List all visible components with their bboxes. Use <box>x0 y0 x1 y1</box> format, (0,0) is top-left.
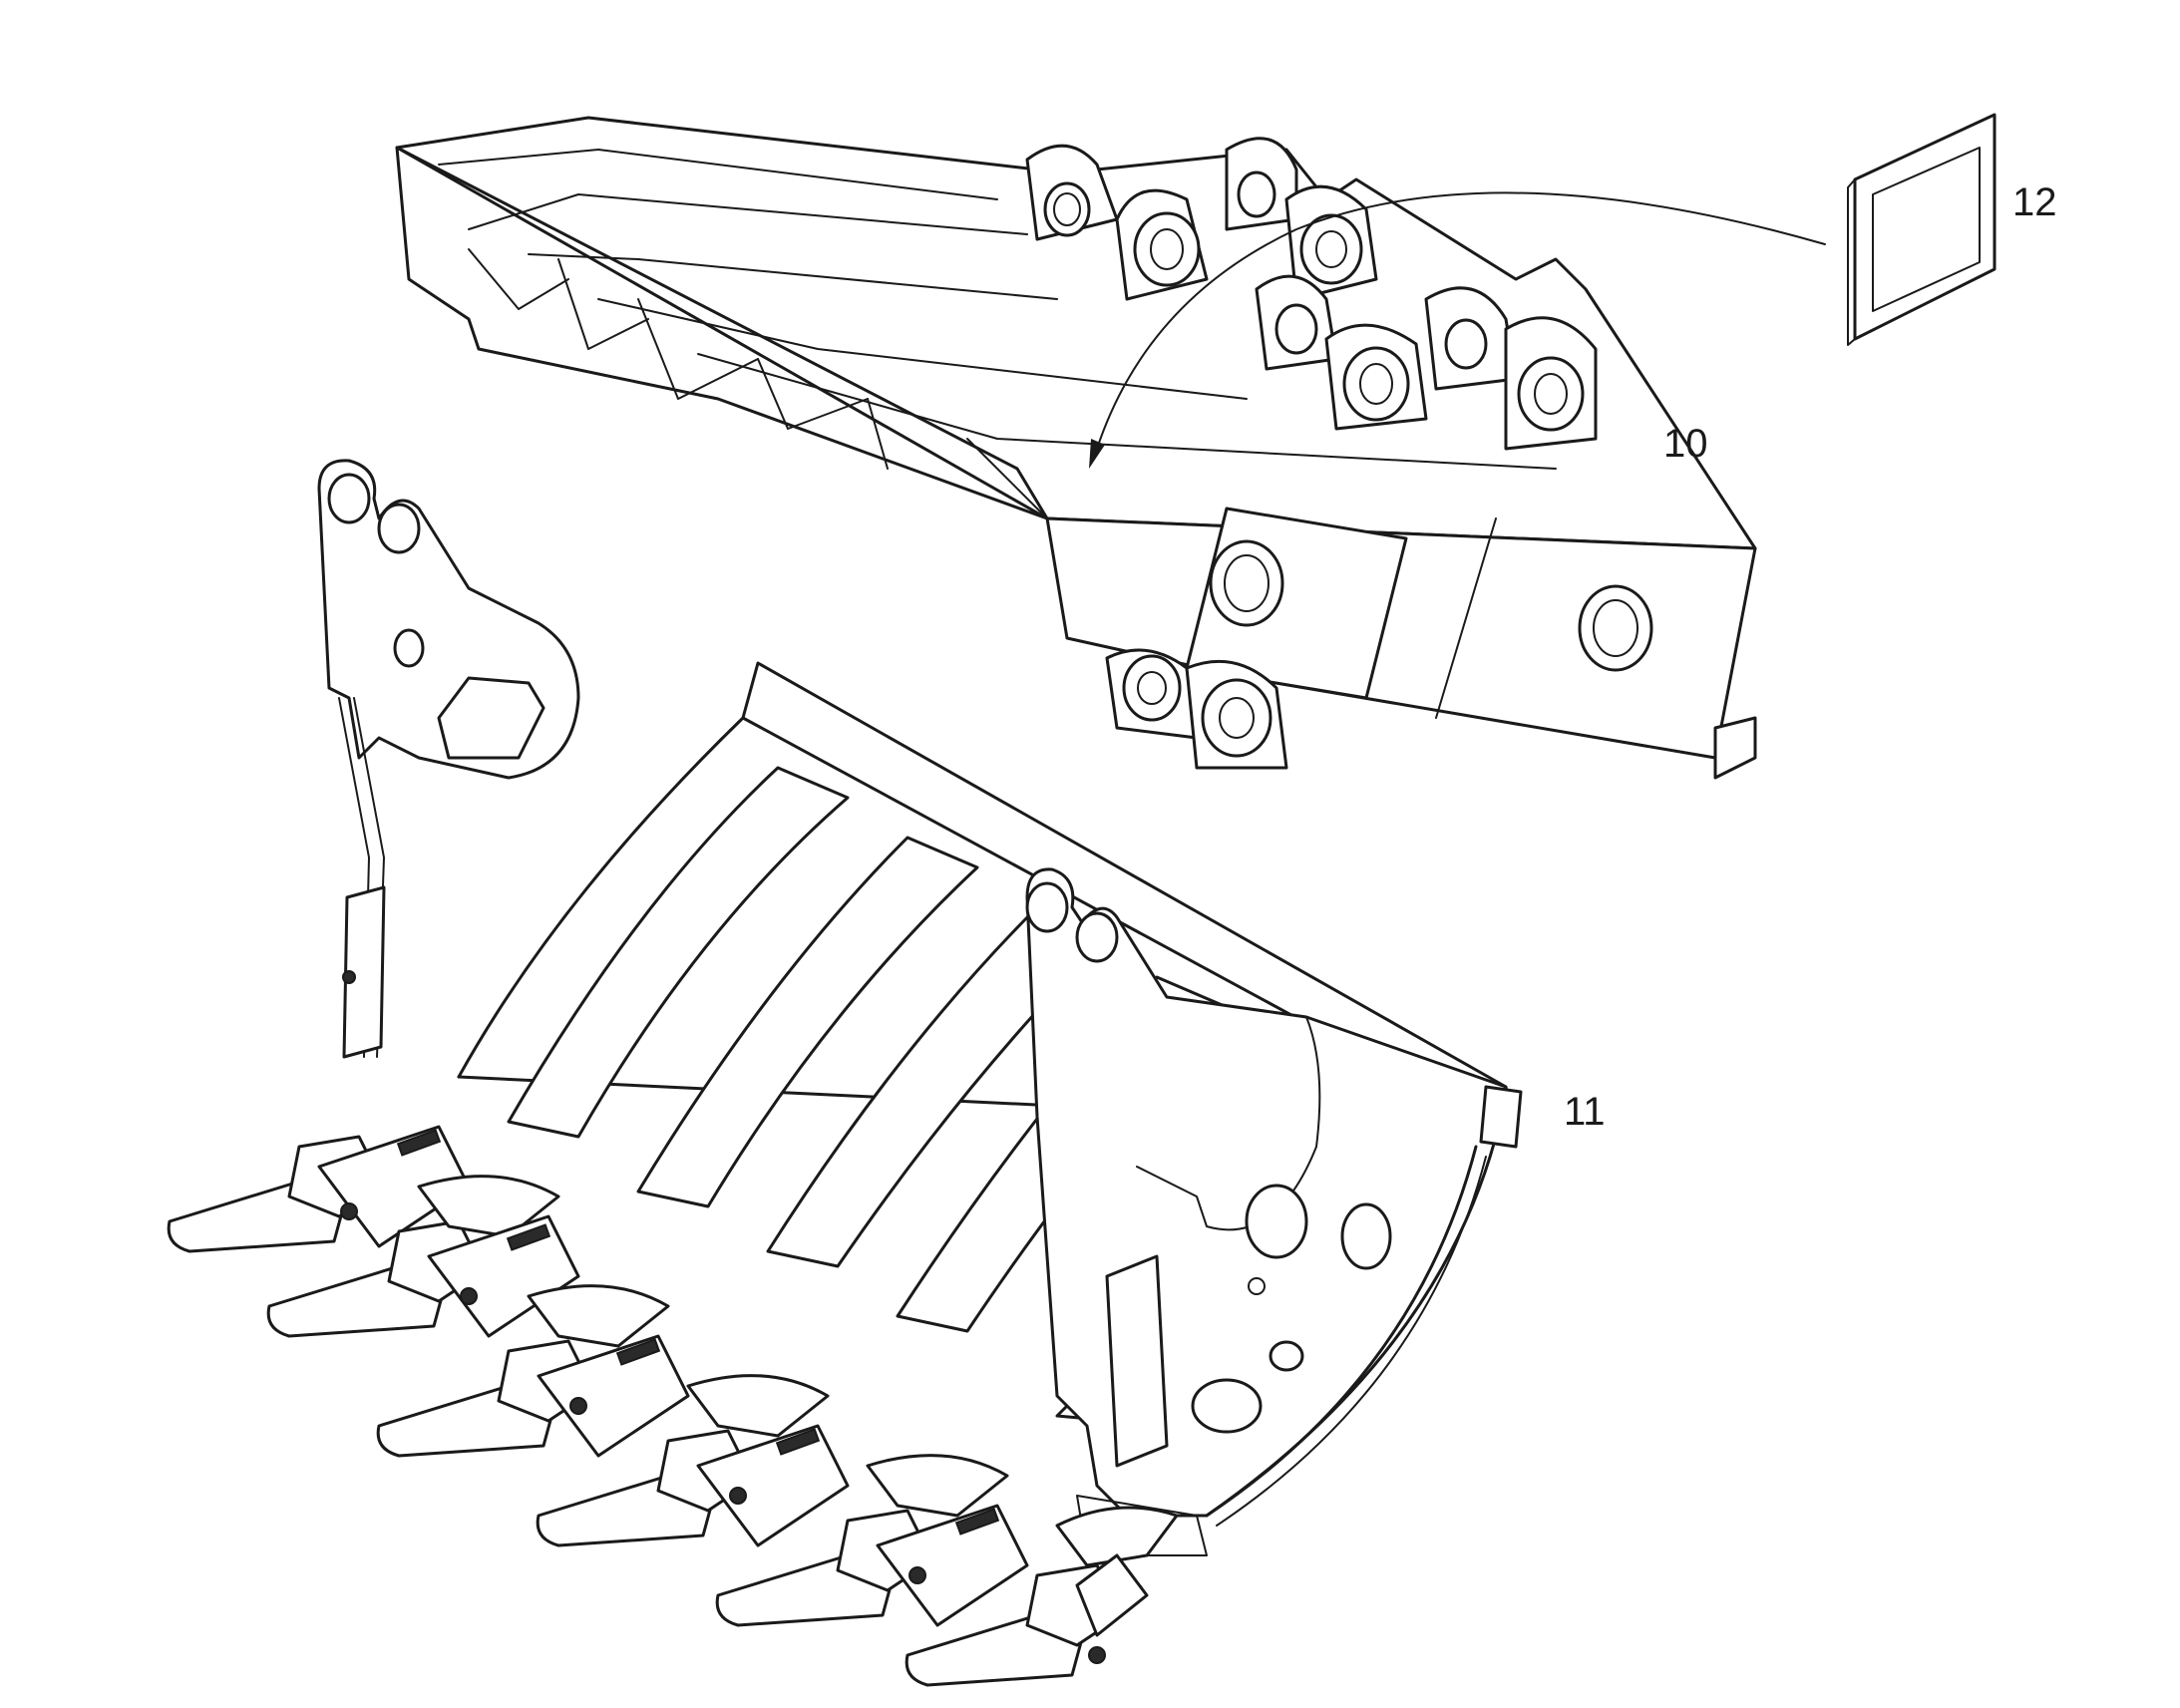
plate-part-12 <box>1847 113 1997 346</box>
assembly-arrow-head <box>1089 439 1105 469</box>
callout-label-frame: 10 <box>1663 422 1708 466</box>
bucket-teeth <box>167 1125 1179 1687</box>
callout-label-bucket: 11 <box>1564 1090 1606 1134</box>
bucket-part-11 <box>167 459 1523 1687</box>
frame-part-10 <box>395 116 1757 780</box>
assembly-arrow <box>1096 191 1826 450</box>
callout-label-plate: 12 <box>2012 180 2057 224</box>
